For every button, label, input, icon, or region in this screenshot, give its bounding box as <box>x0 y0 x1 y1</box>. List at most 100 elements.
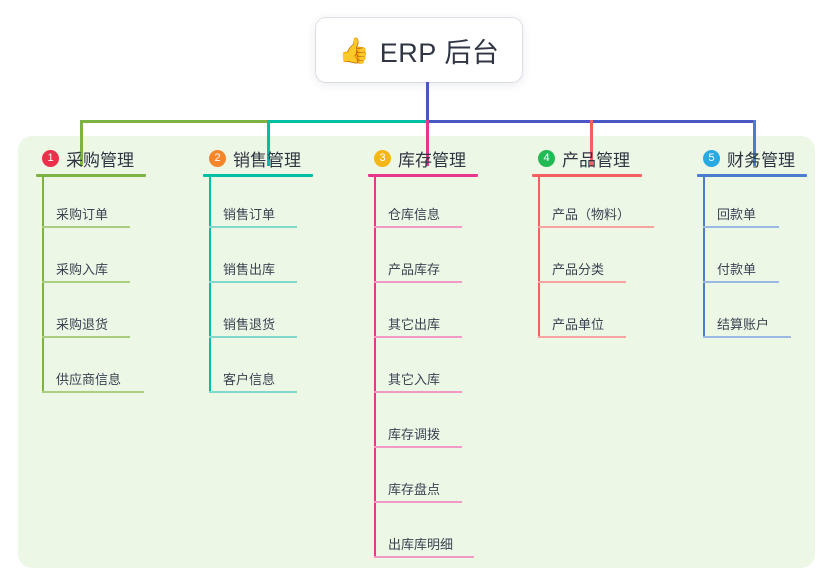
branch-column-1: 1 采购管理采购订单采购入库采购退货供应商信息 <box>36 146 146 393</box>
leaf-item[interactable]: 库存调拨 <box>374 422 462 448</box>
branch-spine-4 <box>538 175 540 338</box>
category-underline-5 <box>697 174 807 177</box>
leaf-item[interactable]: 结算账户 <box>703 312 791 338</box>
leaf-item[interactable]: 采购入库 <box>42 257 130 283</box>
category-badge-3: 3 <box>374 149 391 167</box>
leaf-item[interactable]: 产品（物料） <box>538 202 654 228</box>
leaf-item-label: 结算账户 <box>717 317 770 332</box>
category-underline-4 <box>532 174 642 177</box>
leaf-item[interactable]: 销售订单 <box>209 202 297 228</box>
leaf-item-underline <box>42 391 144 393</box>
leaf-item-underline <box>209 226 297 228</box>
leaf-item[interactable]: 其它入库 <box>374 367 462 393</box>
category-header-5[interactable]: 5 财务管理 <box>697 146 795 170</box>
drop-purchase <box>80 120 83 166</box>
leaf-item[interactable]: 供应商信息 <box>42 367 144 393</box>
leaf-item-label: 采购订单 <box>56 207 109 222</box>
leaf-item[interactable]: 采购退货 <box>42 312 130 338</box>
leaf-item[interactable]: 回款单 <box>703 202 779 228</box>
leaf-item-label: 付款单 <box>717 262 757 277</box>
category-badge-2: 2 <box>209 149 226 167</box>
leaf-item-label: 客户信息 <box>223 372 276 387</box>
leaf-item-label: 销售订单 <box>223 207 276 222</box>
leaf-item[interactable]: 出库库明细 <box>374 532 474 558</box>
leaf-item-underline <box>42 281 130 283</box>
leaf-item[interactable]: 库存盘点 <box>374 477 462 503</box>
trunk-connector <box>426 82 429 123</box>
category-underline-3 <box>368 174 478 177</box>
branch-spine-2 <box>209 175 211 393</box>
branch-spine-5 <box>703 175 705 338</box>
drop-finance <box>753 120 756 166</box>
leaf-item[interactable]: 销售出库 <box>209 257 297 283</box>
leaf-item-underline <box>42 336 130 338</box>
leaf-item-underline <box>538 281 626 283</box>
leaf-item-underline <box>374 556 474 558</box>
leaf-item-underline <box>374 281 462 283</box>
leaf-item-underline <box>374 336 462 338</box>
category-badge-1: 1 <box>42 149 59 167</box>
drop-inventory <box>426 120 429 166</box>
branch-spine-1 <box>42 175 44 393</box>
leaf-item-underline <box>703 281 779 283</box>
leaf-item[interactable]: 其它出库 <box>374 312 462 338</box>
bus-blue <box>426 120 753 123</box>
leaf-item-underline <box>538 336 626 338</box>
leaf-item-underline <box>209 281 297 283</box>
category-badge-4: 4 <box>538 149 555 167</box>
leaf-item-underline <box>374 226 462 228</box>
leaf-item-label: 销售退货 <box>223 317 276 332</box>
category-badge-5: 5 <box>703 149 720 167</box>
leaf-item-underline <box>374 501 462 503</box>
bus-green <box>80 120 267 123</box>
leaf-item[interactable]: 采购订单 <box>42 202 130 228</box>
category-label: 产品管理 <box>562 150 630 170</box>
leaf-item-underline <box>209 391 297 393</box>
leaf-item-label: 采购入库 <box>56 262 109 277</box>
leaf-item[interactable]: 付款单 <box>703 257 779 283</box>
leaf-item-label: 其它入库 <box>388 372 441 387</box>
leaf-item-label: 产品库存 <box>388 262 441 277</box>
branch-column-5: 5 财务管理回款单付款单结算账户 <box>697 146 807 338</box>
leaf-item-label: 供应商信息 <box>56 372 122 387</box>
branch-column-3: 3 库存管理仓库信息产品库存其它出库其它入库库存调拨库存盘点出库库明细 <box>368 146 478 558</box>
category-label: 采购管理 <box>66 150 134 170</box>
category-header-2[interactable]: 2 销售管理 <box>203 146 301 170</box>
category-label: 库存管理 <box>398 150 466 170</box>
drop-product <box>590 120 593 166</box>
leaf-item[interactable]: 销售退货 <box>209 312 297 338</box>
leaf-item-label: 其它出库 <box>388 317 441 332</box>
category-header-1[interactable]: 1 采购管理 <box>36 146 134 170</box>
leaf-item-underline <box>374 391 462 393</box>
leaf-item[interactable]: 仓库信息 <box>374 202 462 228</box>
branch-spine-3 <box>374 175 376 558</box>
diagram-background-panel <box>18 136 815 568</box>
category-label: 销售管理 <box>233 150 301 170</box>
category-header-3[interactable]: 3 库存管理 <box>368 146 466 170</box>
leaf-item-underline <box>538 226 654 228</box>
category-underline-1 <box>36 174 146 177</box>
leaf-item-underline <box>209 336 297 338</box>
leaf-item-label: 产品（物料） <box>552 207 631 222</box>
category-label: 财务管理 <box>727 150 795 170</box>
leaf-item[interactable]: 产品单位 <box>538 312 626 338</box>
leaf-item-label: 产品单位 <box>552 317 605 332</box>
leaf-item-underline <box>703 226 779 228</box>
leaf-item-underline <box>42 226 130 228</box>
leaf-item[interactable]: 产品分类 <box>538 257 626 283</box>
leaf-item[interactable]: 客户信息 <box>209 367 297 393</box>
leaf-item[interactable]: 产品库存 <box>374 257 462 283</box>
leaf-item-label: 回款单 <box>717 207 757 222</box>
branch-column-2: 2 销售管理销售订单销售出库销售退货客户信息 <box>203 146 313 393</box>
leaf-item-label: 产品分类 <box>552 262 605 277</box>
leaf-item-underline <box>374 446 462 448</box>
root-node[interactable]: 👍 ERP 后台 <box>316 18 522 82</box>
leaf-item-label: 销售出库 <box>223 262 276 277</box>
leaf-item-label: 采购退货 <box>56 317 109 332</box>
category-header-4[interactable]: 4 产品管理 <box>532 146 630 170</box>
branch-column-4: 4 产品管理产品（物料） 产品分类产品单位 <box>532 146 654 338</box>
leaf-item-label: 仓库信息 <box>388 207 441 222</box>
leaf-item-label: 出库库明细 <box>388 537 454 552</box>
leaf-item-label: 库存盘点 <box>388 482 441 497</box>
leaf-item-label: 库存调拨 <box>388 427 441 442</box>
